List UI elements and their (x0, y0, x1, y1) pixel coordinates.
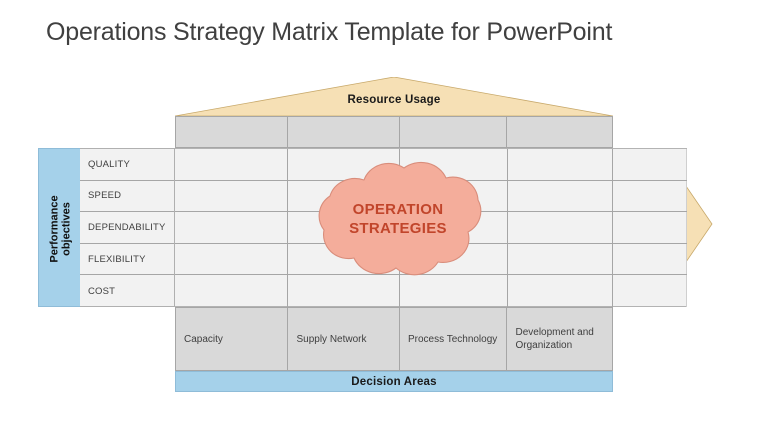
list-item[interactable]: FLEXIBILITY (80, 244, 174, 276)
grid-divider (287, 243, 288, 276)
grid-divider (612, 212, 613, 244)
grid-divider (507, 212, 508, 244)
grid-divider (399, 149, 400, 181)
grid-divider (287, 149, 288, 181)
decision-area-label: Process Technology (407, 333, 498, 345)
decision-areas-list: Capacity Supply Network Process Technolo… (175, 307, 613, 371)
grid-divider (287, 212, 288, 244)
matrix-header-band (175, 116, 613, 148)
resource-usage-label: Resource Usage (347, 94, 441, 106)
grid-divider (612, 149, 613, 181)
decision-areas-band: Decision Areas (175, 371, 613, 392)
list-item[interactable]: DEPENDABILITY (80, 212, 174, 244)
grid-right-edge (686, 243, 687, 275)
decision-area-label: Capacity (184, 333, 223, 345)
grid-divider (287, 180, 288, 213)
performance-objectives-band: Performance objectives (38, 148, 81, 307)
header-cell (507, 117, 612, 147)
table-row[interactable] (175, 275, 687, 308)
decision-area-cell[interactable]: Development and Organization (507, 308, 612, 370)
grid-right-edge (686, 212, 687, 243)
decision-area-cell[interactable]: Capacity (176, 308, 289, 370)
grid-right-edge (686, 149, 687, 180)
grid-divider (612, 243, 613, 276)
objective-label: COST (88, 285, 116, 297)
page-title: Operations Strategy Matrix Template for … (46, 18, 613, 46)
grid-divider (287, 275, 288, 308)
decision-area-cell[interactable]: Supply Network (288, 308, 400, 370)
header-cell (288, 117, 400, 147)
list-item[interactable]: COST (80, 275, 174, 307)
decision-area-label: Supply Network (296, 333, 367, 345)
grid-divider (399, 275, 400, 308)
cloud-shape-icon[interactable] (292, 158, 504, 290)
grid-divider (507, 243, 508, 276)
decision-areas-label: Decision Areas (351, 375, 437, 388)
header-cell (176, 117, 289, 147)
objective-label: SPEED (88, 190, 122, 202)
list-item[interactable]: SPEED (80, 181, 174, 213)
grid-right-edge (686, 180, 687, 212)
grid-right-edge (686, 275, 687, 307)
grid-divider (507, 149, 508, 181)
grid-divider (612, 275, 613, 308)
grid-divider (612, 180, 613, 213)
header-cell (400, 117, 508, 147)
performance-objectives-label: Performance objectives (48, 195, 73, 263)
grid-divider (507, 275, 508, 308)
objective-label: FLEXIBILITY (88, 253, 146, 265)
decision-area-label: Development and Organization (515, 327, 594, 351)
list-item[interactable]: QUALITY (80, 149, 174, 181)
objective-label: DEPENDABILITY (88, 221, 166, 233)
decision-area-cell[interactable]: Process Technology (400, 308, 508, 370)
operation-strategies-label: OPERATION STRATEGIES (349, 201, 447, 237)
performance-objectives-list: QUALITY SPEED DEPENDABILITY FLEXIBILITY … (80, 148, 175, 307)
objective-label: QUALITY (88, 158, 131, 170)
grid-divider (507, 180, 508, 213)
